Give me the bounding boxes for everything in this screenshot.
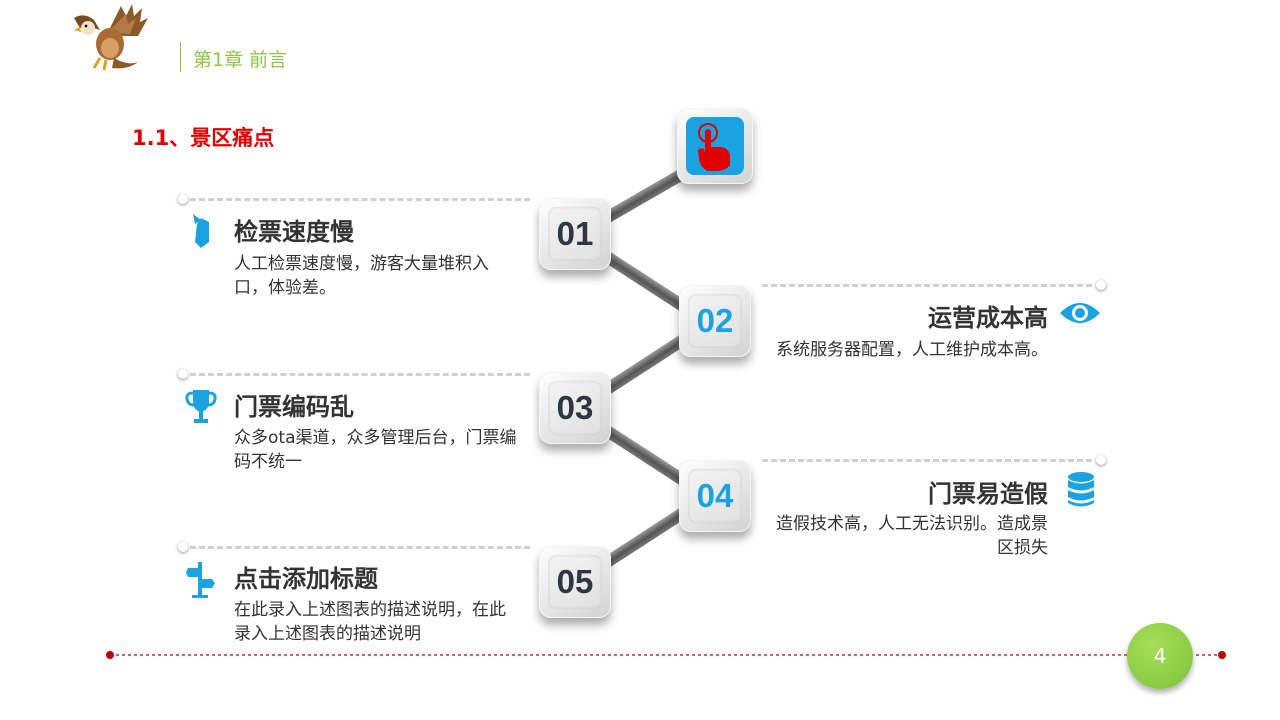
line-dot	[178, 542, 188, 552]
footer-line	[106, 651, 1226, 659]
trophy-icon	[185, 390, 217, 423]
item-title-05: 点击添加标题	[234, 565, 378, 593]
dashed-line	[762, 459, 1092, 462]
item-title-04: 门票易造假	[928, 480, 1048, 508]
item-desc-04: 造假技术高，人工无法识别。造成景区损失	[776, 514, 1048, 558]
eye-icon	[1060, 303, 1100, 323]
item-title-01: 检票速度慢	[234, 218, 354, 246]
step-box-05: 05	[539, 546, 611, 618]
step-number-03: 03	[548, 381, 602, 435]
line-dot	[1096, 455, 1106, 465]
chapter-divider	[180, 42, 181, 72]
chapter-title: 第1章 前言	[193, 49, 288, 71]
item-title-02: 运营成本高	[928, 304, 1048, 332]
item-title-03: 门票编码乱	[234, 393, 354, 421]
step-box-01: 01	[539, 198, 611, 270]
item-desc-03: 众多ota渠道，众多管理后台，门票编码不统一	[234, 428, 517, 472]
step-box-02: 02	[679, 285, 751, 357]
hand-pointer-box	[677, 108, 753, 184]
eagle-logo	[74, 4, 148, 71]
dashed-line	[190, 198, 530, 201]
line-dot	[178, 369, 188, 379]
line-dot	[178, 194, 188, 204]
section-title: 1.1、景区痛点	[132, 126, 275, 150]
line-dot	[1096, 280, 1106, 290]
tie-icon	[193, 214, 209, 248]
dashed-line	[762, 284, 1092, 287]
dashed-line	[190, 546, 530, 549]
page-number: 4	[1127, 623, 1193, 689]
step-number-01: 01	[548, 207, 602, 261]
database-icon	[1068, 472, 1094, 507]
item-desc-05: 在此录入上述图表的描述说明，在此录入上述图表的描述说明	[234, 600, 506, 644]
signpost-icon	[186, 562, 215, 598]
step-box-04: 04	[679, 460, 751, 532]
item-desc-02: 系统服务器配置，人工维护成本高。	[776, 340, 1048, 360]
item-desc-01: 人工检票速度慢，游客大量堆积入口，体验差。	[234, 254, 489, 298]
hand-pointer-icon	[686, 117, 744, 175]
step-number-05: 05	[548, 555, 602, 609]
step-number-02: 02	[688, 294, 742, 348]
dashed-line	[190, 373, 530, 376]
step-number-04: 04	[688, 469, 742, 523]
step-box-03: 03	[539, 372, 611, 444]
